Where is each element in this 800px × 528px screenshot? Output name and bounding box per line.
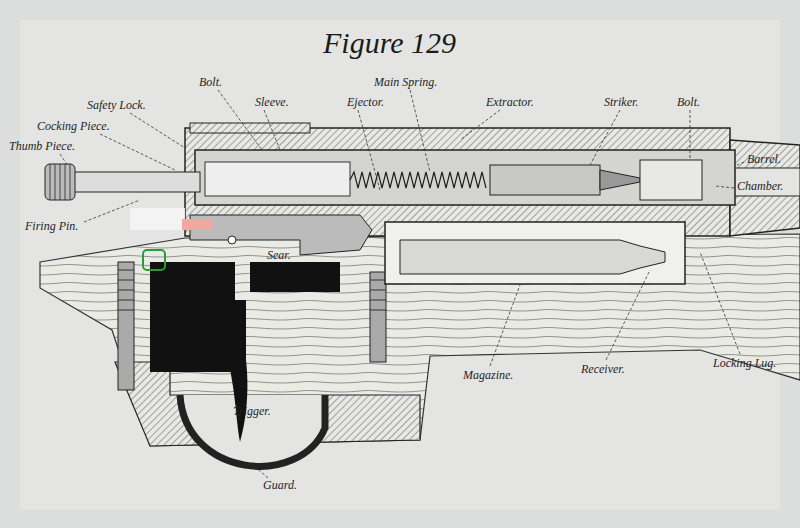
part-label: Cocking Piece. [36,119,111,133]
part-label: Main Spring. [373,75,438,89]
part-label: Sleeve. [254,95,290,109]
figure-title: Figure 129 [323,26,456,60]
part-label: Locking Lug. [712,356,777,370]
part-label: Safety Lock. [86,98,147,112]
part-label: Firing Pin. [24,219,79,233]
part-label: Thumb Piece. [8,139,76,153]
part-label: Trigger. [232,404,272,418]
part-label: Striker. [603,95,639,109]
part-label: Ejector. [346,95,385,109]
part-label: Bolt. [676,95,701,109]
part-label: Extractor. [485,95,535,109]
part-label: Guard. [262,478,298,492]
part-label: Receiver. [580,362,626,376]
part-label: Bolt. [198,75,223,89]
part-label: Sear. [266,248,292,262]
part-label: Magazine. [462,368,514,382]
part-label: Barrel. [746,152,782,166]
part-label: Chamber. [736,179,784,193]
